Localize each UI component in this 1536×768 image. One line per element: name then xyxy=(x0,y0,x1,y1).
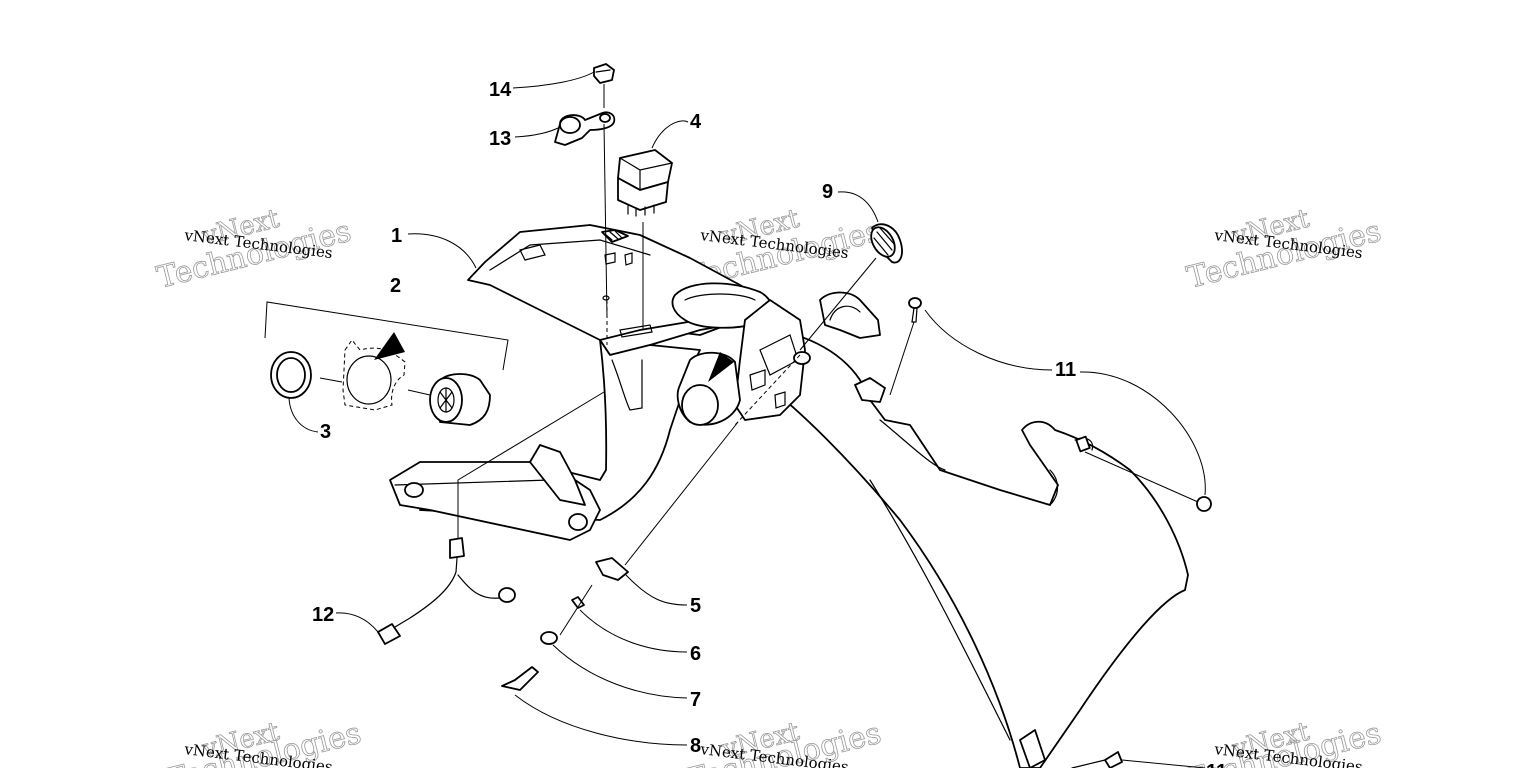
lower-fairing-panel xyxy=(759,329,1189,768)
callout-12: 12 xyxy=(312,604,334,626)
watermark-bottom-center: Technologies vNext vNext Technologies xyxy=(683,715,885,768)
watermark-bottom-left: Technologies vNext vNext Technologies xyxy=(163,715,365,768)
callout-2: 2 xyxy=(390,275,401,297)
callout-11: 11 xyxy=(1055,359,1076,381)
rocker-switch-4 xyxy=(617,120,689,330)
callout-9: 9 xyxy=(822,181,833,203)
callout-labels: 1 2 3 4 5 6 7 8 9 11 12 13 14 11 xyxy=(312,79,1227,768)
watermark-top-right: Technologies vNext vNext Technologies xyxy=(1183,203,1385,296)
knob-9 xyxy=(793,191,903,365)
callout-13: 13 xyxy=(489,128,511,150)
callout-14: 14 xyxy=(489,79,512,101)
callout-4: 4 xyxy=(690,111,702,133)
wire-harness-12 xyxy=(335,391,605,645)
screws-11 xyxy=(889,297,1212,768)
callout-7: 7 xyxy=(690,689,701,711)
console-hood xyxy=(374,224,886,541)
callout-5: 5 xyxy=(690,595,701,617)
callout-leaders xyxy=(288,233,477,433)
fasteners-5-8 xyxy=(501,354,801,746)
callout-6: 6 xyxy=(690,643,701,665)
watermark-top-left: Technologies vNext vNext Technologies xyxy=(153,203,355,296)
callout-1: 1 xyxy=(391,225,402,247)
callout-8: 8 xyxy=(690,735,701,757)
callout-11-lower: 11 xyxy=(1206,761,1227,768)
callout-3: 3 xyxy=(320,421,331,443)
hardware-13-14 xyxy=(512,63,616,345)
bracket-assembly-2 xyxy=(264,301,509,426)
